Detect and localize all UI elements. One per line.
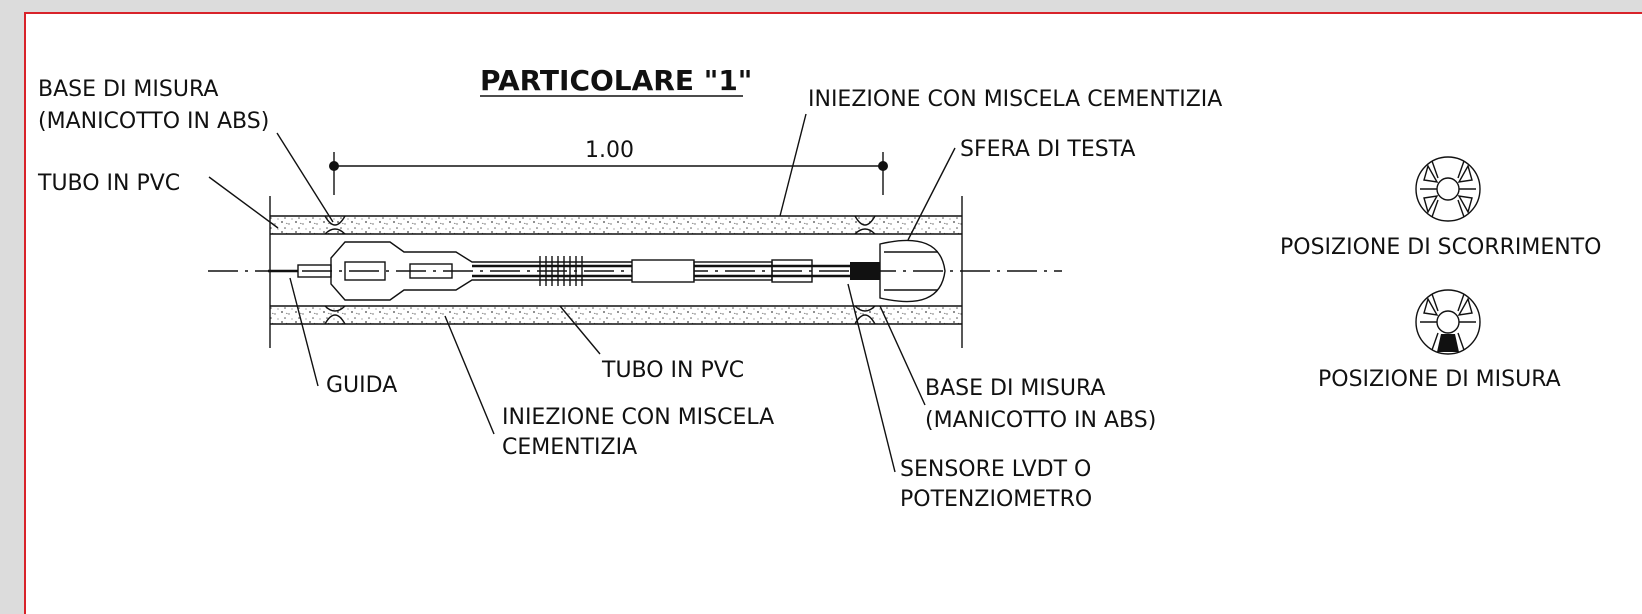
label-cementizia-bottom: CEMENTIZIA <box>502 435 637 460</box>
label-manicotto-top: (MANICOTTO IN ABS) <box>38 109 269 134</box>
label-potenziometro: POTENZIOMETRO <box>900 487 1092 512</box>
label-guida: GUIDA <box>326 373 397 398</box>
label-base-misura-bottom: BASE DI MISURA <box>925 376 1105 401</box>
label-sensore-lvdt: SENSORE LVDT O <box>900 457 1091 482</box>
label-tubo-pvc-top: TUBO IN PVC <box>37 171 180 196</box>
label-posizione-misura: POSIZIONE DI MISURA <box>1318 367 1561 392</box>
label-iniezione-bottom: INIEZIONE CON MISCELA <box>502 405 774 430</box>
label-base-misura-top: BASE DI MISURA <box>38 77 218 102</box>
leader-lines <box>208 113 956 473</box>
label-posizione-scorrimento: POSIZIONE DI SCORRIMENTO <box>1280 235 1601 260</box>
label-tubo-pvc-bottom: TUBO IN PVC <box>601 358 744 383</box>
probe <box>268 239 946 303</box>
dimension-value: 1.00 <box>585 138 634 163</box>
label-sfera-di-testa: SFERA DI TESTA <box>960 137 1135 162</box>
abs-sleeve-left <box>324 215 346 325</box>
technical-drawing: PARTICOLARE "1" 1.00 <box>37 64 1601 512</box>
drawing-title: PARTICOLARE "1" <box>480 64 752 97</box>
label-manicotto-bottom: (MANICOTTO IN ABS) <box>925 408 1156 433</box>
sliding-position-icon <box>1415 156 1481 222</box>
label-iniezione-top: INIEZIONE CON MISCELA CEMENTIZIA <box>808 87 1222 112</box>
dimension-line: 1.00 <box>329 138 888 195</box>
measuring-position-icon <box>1415 289 1481 355</box>
